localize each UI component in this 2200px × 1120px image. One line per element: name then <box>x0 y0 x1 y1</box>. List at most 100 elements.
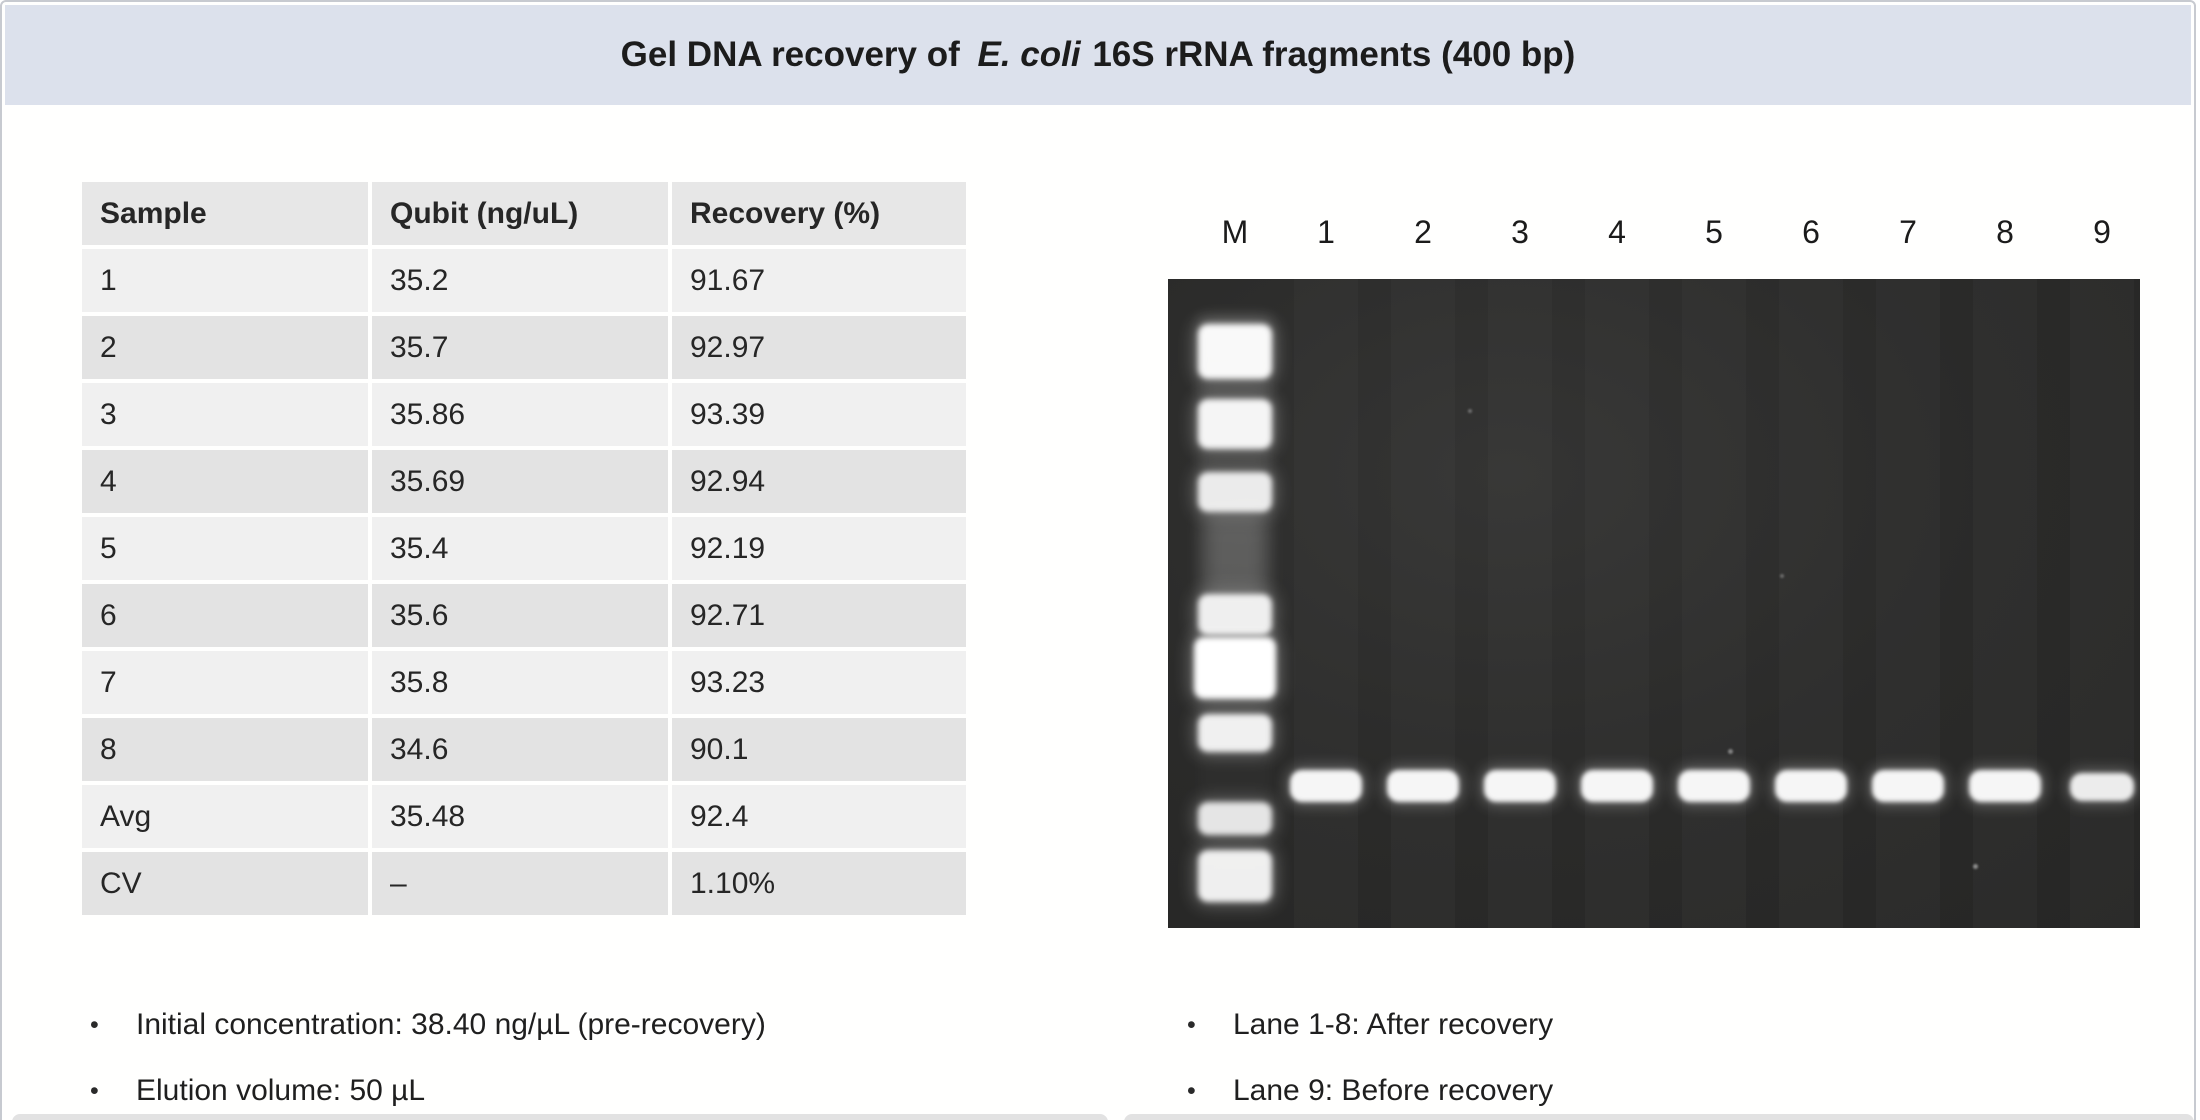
sample-band <box>1387 770 1459 802</box>
table-cell: 35.4 <box>372 517 668 580</box>
sample-band <box>1484 770 1556 802</box>
lane-label: 5 <box>1705 214 1723 250</box>
table-cell: 35.7 <box>372 316 668 379</box>
lane-label: 7 <box>1899 214 1917 250</box>
marker-band <box>1198 399 1272 449</box>
sample-band <box>1969 770 2041 802</box>
lane-streak <box>1876 279 1940 928</box>
table-cell: 35.48 <box>372 785 668 848</box>
lane-label: 2 <box>1414 214 1432 250</box>
lane-label: 4 <box>1608 214 1626 250</box>
gel-image <box>1168 279 2140 928</box>
column-header: Recovery (%) <box>672 182 966 245</box>
sample-band <box>1581 770 1653 802</box>
page-title-suffix: 16S rRNA fragments (400 bp) <box>1082 35 1576 74</box>
sample-band <box>1678 770 1750 802</box>
gel-lane-labels: M 1 2 3 4 5 6 7 8 9 <box>2 214 2200 260</box>
table-cell: 4 <box>82 450 368 513</box>
table-cell: 35.6 <box>372 584 668 647</box>
lane-label: M <box>1221 214 1249 250</box>
table-cell: 5 <box>82 517 368 580</box>
table-cell: 6 <box>82 584 368 647</box>
table-cell: 91.67 <box>672 249 966 312</box>
marker-smear <box>1204 515 1266 595</box>
list-item: • Initial concentration: 38.40 ng/µL (pre… <box>90 992 1090 1058</box>
table-cell: 35.69 <box>372 450 668 513</box>
marker-band <box>1198 802 1272 835</box>
lane-streak <box>1682 279 1746 928</box>
next-card-edge-left <box>12 1114 1108 1120</box>
lane-streak <box>2070 279 2134 928</box>
page-title-species: E. coli <box>977 35 1081 74</box>
marker-band <box>1198 594 1272 635</box>
marker-band <box>1198 472 1272 512</box>
lane-streak <box>1488 279 1552 928</box>
page-title-prefix: Gel DNA recovery of <box>620 35 970 74</box>
lane-streak <box>1973 279 2037 928</box>
notes-left: • Initial concentration: 38.40 ng/µL (pre… <box>90 992 1090 1120</box>
marker-band <box>1198 714 1272 752</box>
lane-streak <box>1391 279 1455 928</box>
marker-band <box>1198 324 1272 379</box>
gel-speck <box>1728 749 1733 754</box>
bullet-icon: • <box>1187 1010 1196 1039</box>
next-card-edge-right <box>1124 1114 2194 1120</box>
lane-streak <box>1779 279 1843 928</box>
table-cell: 93.39 <box>672 383 966 446</box>
bullet-icon: • <box>1187 1076 1196 1105</box>
table-cell: 90.1 <box>672 718 966 781</box>
list-item: • Elution volume: 50 µL <box>90 1058 1090 1120</box>
list-item: •Lane 9: Before recovery <box>1187 1058 2047 1120</box>
sample-band <box>1290 770 1362 802</box>
note-text: Lane 1-8: After recovery <box>1233 1008 1554 1041</box>
table-cell: CV <box>82 852 368 915</box>
table-cell: 92.71 <box>672 584 966 647</box>
table-cell: – <box>372 852 668 915</box>
gel-speck <box>1468 409 1472 413</box>
title-bar: Gel DNA recovery of E. coli 16S rRNA fra… <box>5 5 2191 105</box>
note-text: Elution volume: 50 µL <box>136 1074 426 1107</box>
table-cell: 35.8 <box>372 651 668 714</box>
table-cell: 7 <box>82 651 368 714</box>
lane-label: 8 <box>1996 214 2014 250</box>
bullet-icon: • <box>90 1076 99 1105</box>
table-cell: 92.19 <box>672 517 966 580</box>
lane-label: 9 <box>2093 214 2111 250</box>
table-cell: 2 <box>82 316 368 379</box>
table-cell: 35.2 <box>372 249 668 312</box>
lane-label: 6 <box>1802 214 1820 250</box>
table-cell: 34.6 <box>372 718 668 781</box>
table-cell: 8 <box>82 718 368 781</box>
gel-speck <box>1973 864 1978 869</box>
bullet-icon: • <box>90 1010 99 1039</box>
note-text: Initial concentration: 38.40 ng/µL (pre-… <box>136 1008 766 1041</box>
sample-band <box>1775 770 1847 802</box>
table-cell: 3 <box>82 383 368 446</box>
sample-band <box>1872 770 1944 802</box>
table-row: CV–1.10% <box>82 852 966 915</box>
notes-right: • Lane 1-8: After recovery •Lane 9: Before… <box>1187 992 2047 1120</box>
table-cell: 1.10% <box>672 852 966 915</box>
lane-streak <box>1585 279 1649 928</box>
gel-speck <box>1780 574 1784 578</box>
list-item: • Lane 1-8: After recovery <box>1187 992 2047 1058</box>
table-cell: 92.4 <box>672 785 966 848</box>
lane-label: 1 <box>1317 214 1335 250</box>
marker-band <box>1194 637 1276 699</box>
lane-label: 3 <box>1511 214 1529 250</box>
table-cell: 92.94 <box>672 450 966 513</box>
